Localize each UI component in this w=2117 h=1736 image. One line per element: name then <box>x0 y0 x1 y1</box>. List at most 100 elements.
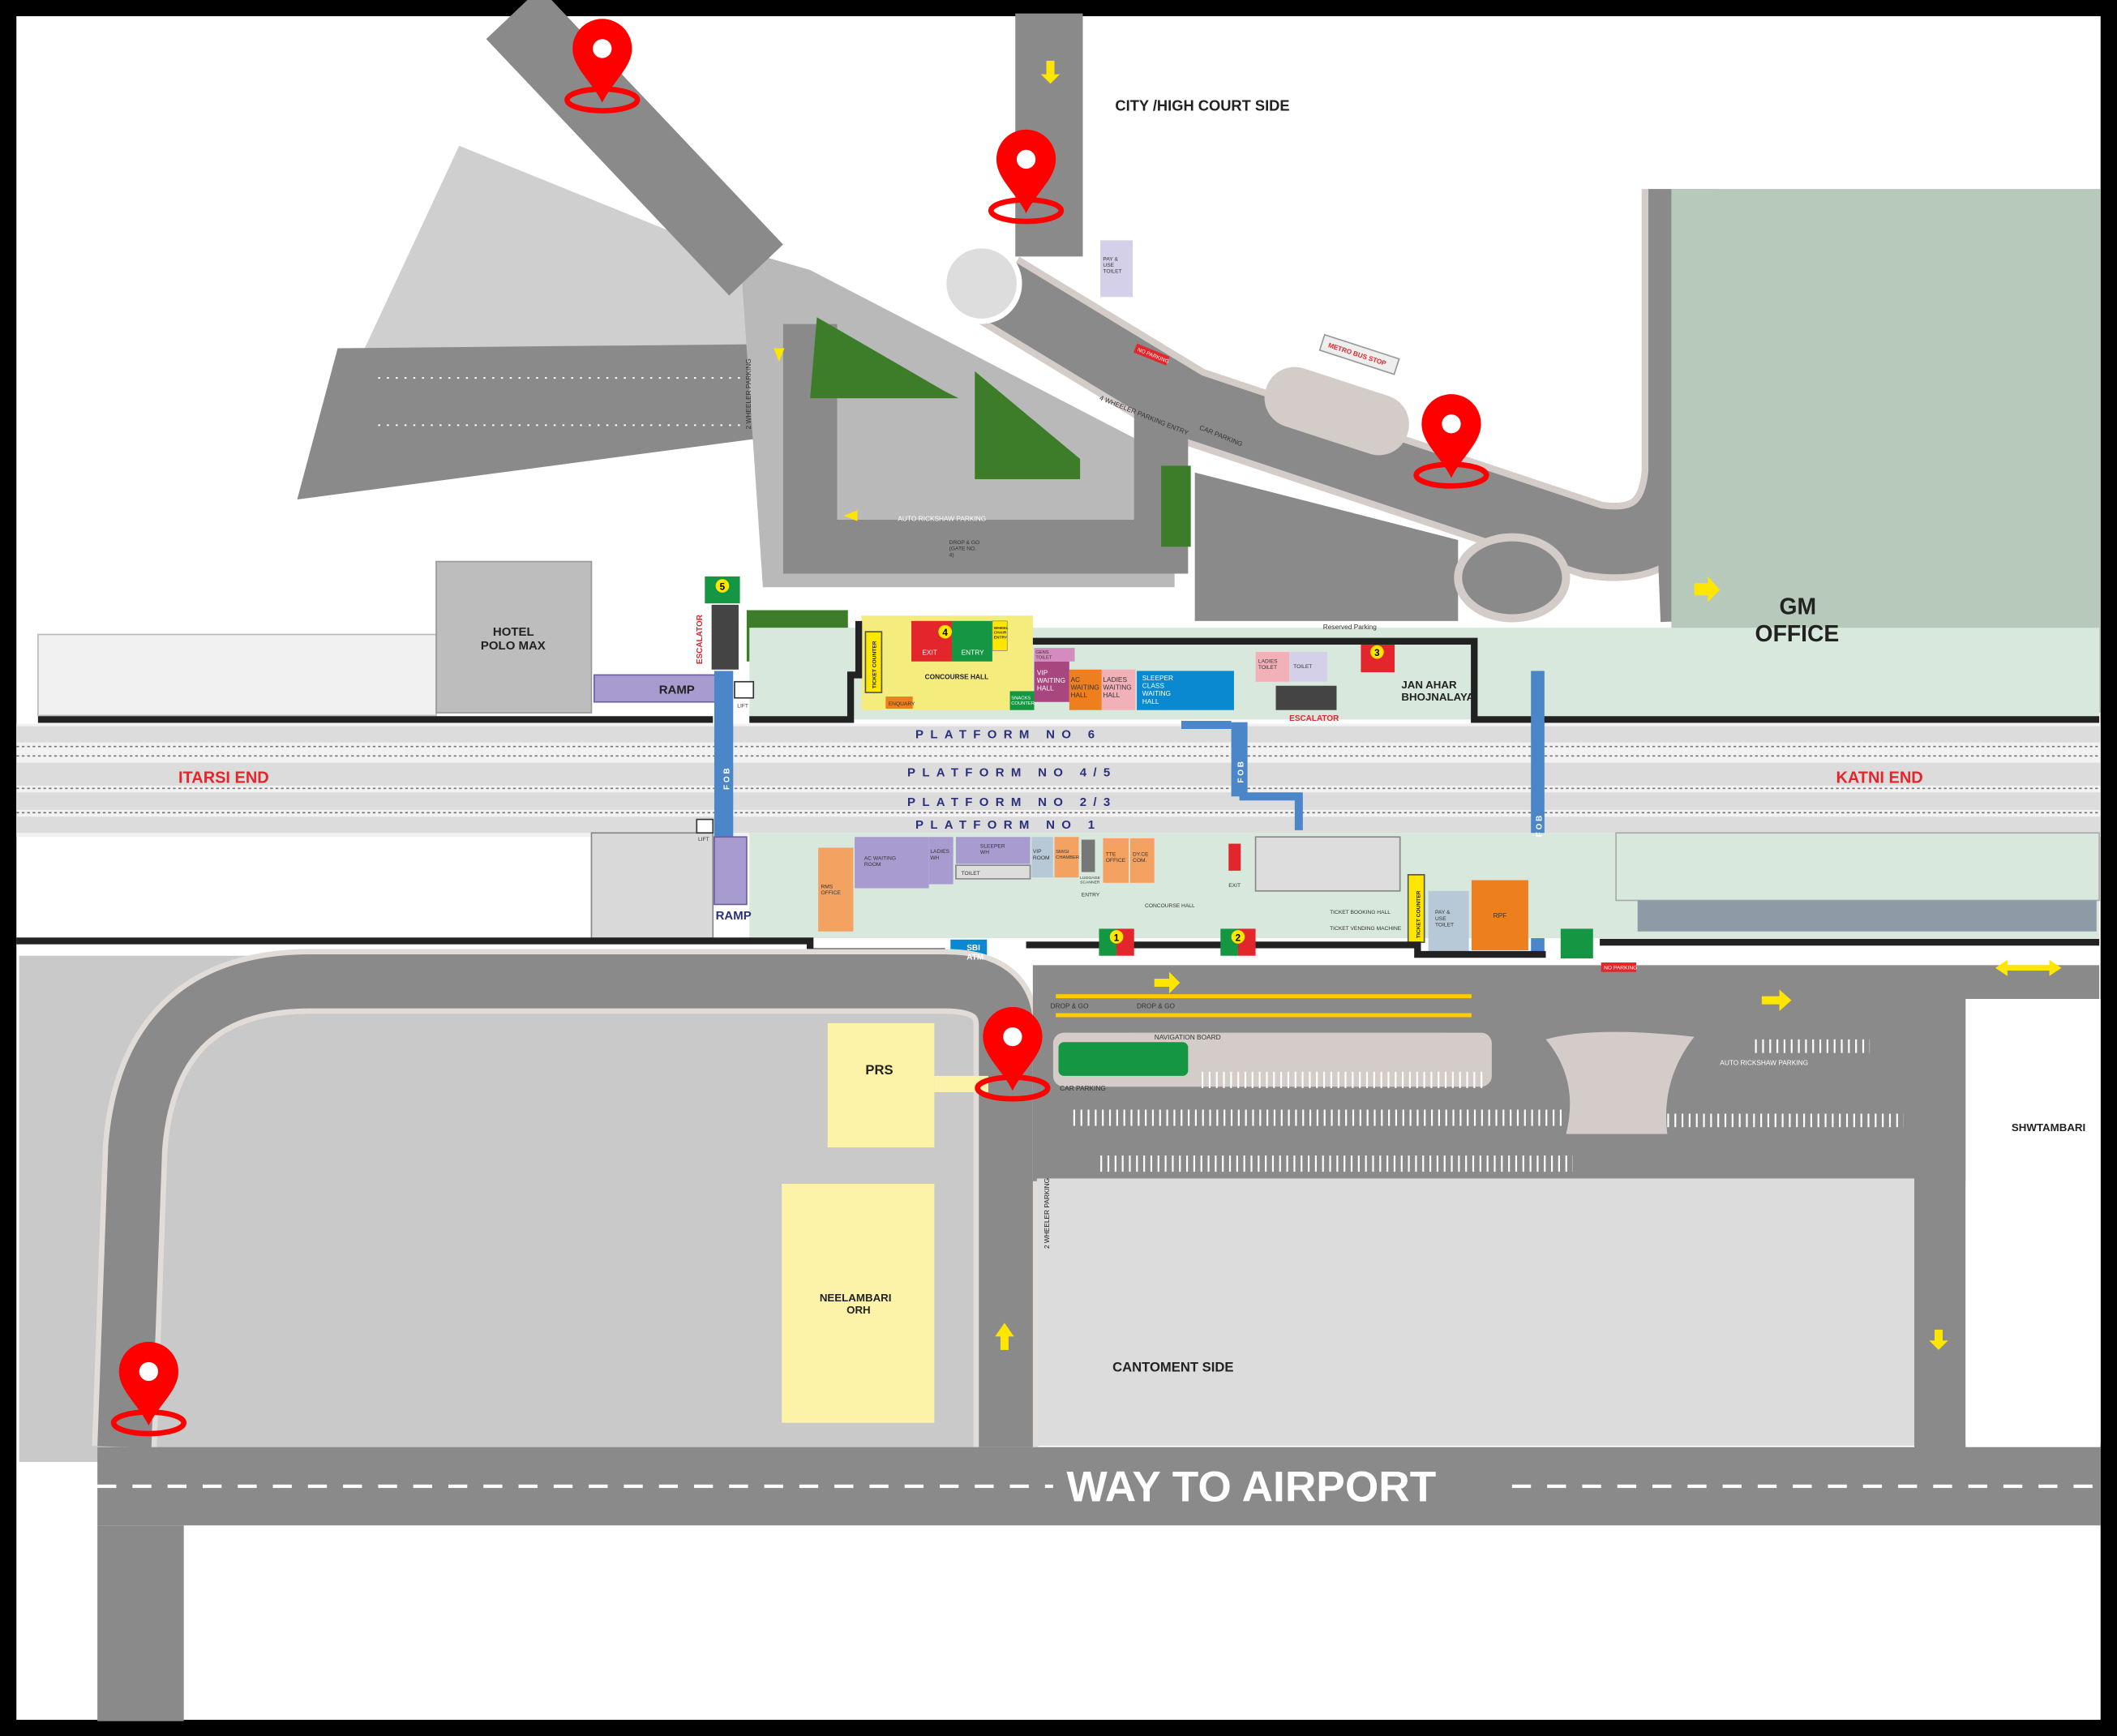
wheelchair-entry-label: WHEEL CHAIR ENTRY <box>994 626 1009 640</box>
vip-room-label: VIP ROOM <box>1033 849 1050 861</box>
ac-waiting-hall <box>1069 669 1102 710</box>
fob-west[interactable] <box>714 671 734 840</box>
rpf-label: RPF <box>1493 911 1507 919</box>
ladies-toilet-north <box>1255 652 1290 682</box>
platform-2-3-label: PLATFORM NO 2/3 <box>907 795 1116 809</box>
fob-east-label: F O B <box>1536 816 1545 838</box>
ticket-counter-south-label: TICKET COUNTER <box>1416 890 1422 938</box>
loop-road-inner <box>97 954 1033 1448</box>
escalator-west-label: ESCALATOR <box>696 615 705 664</box>
wheelchair-entry[interactable] <box>992 620 1008 651</box>
central-island <box>1545 1031 1695 1134</box>
vip-waiting-label: VIP WAITING HALL <box>1037 668 1068 692</box>
way-to-airport-label: WAY TO AIRPORT <box>1066 1463 1436 1511</box>
gate1-badge <box>1109 930 1124 944</box>
booking-hall-label: TICKET BOOKING HALL <box>1330 910 1391 915</box>
drop-go-north-label: DROP & GO (GATE NO. 4) <box>949 540 981 558</box>
vip-room <box>1031 837 1053 878</box>
car-parking-area <box>1194 472 1459 621</box>
arrow-icon <box>1040 60 1061 84</box>
shwetambari-label: SHWTAMBARI <box>2012 1121 2085 1134</box>
escalator-east[interactable] <box>1275 685 1337 710</box>
south-toilets <box>955 864 1031 880</box>
ladies-toilet-north-label: LADIES TOILET <box>1258 658 1279 671</box>
ticket-counter-north <box>864 631 883 693</box>
neelambari-orh <box>782 1184 935 1423</box>
cantonment-label: CANTOMENT SIDE <box>1112 1359 1233 1374</box>
fob-middle[interactable] <box>1231 722 1248 797</box>
bus-bay <box>1058 1042 1189 1076</box>
arrow-icon <box>1694 576 1721 602</box>
parcel-gate[interactable] <box>1560 928 1593 959</box>
bus-island <box>1264 366 1409 456</box>
escalator-west[interactable] <box>711 604 739 670</box>
vip-waiting-hall <box>1034 661 1069 702</box>
location-pin-icon[interactable] <box>975 1006 1051 1102</box>
east-road <box>1914 985 1966 1451</box>
south-toilet-label: TOILET <box>962 871 980 877</box>
gm-office <box>1671 189 2101 714</box>
south-exit-door <box>1228 843 1241 871</box>
lift-north[interactable] <box>734 680 755 699</box>
gate4-number: 4 <box>942 628 948 638</box>
arrow-icon <box>1761 989 1792 1011</box>
arrow-icon <box>1154 971 1181 994</box>
sleeper-wh-label: SLEEPER WH <box>980 844 1006 856</box>
car-parking-label-south: CAR PARKING <box>1060 1084 1106 1092</box>
rms-office <box>818 847 854 932</box>
location-pin-icon[interactable] <box>110 1341 187 1437</box>
ladies-waiting-label: LADIES WAITING HALL <box>1103 675 1133 699</box>
platform-6-label: PLATFORM NO 6 <box>915 728 1101 742</box>
lift-south[interactable] <box>696 818 714 834</box>
road-nw <box>486 0 783 296</box>
platform-2-3 <box>16 792 2101 810</box>
city-side-label: CITY /HIGH COURT SIDE <box>1115 97 1289 114</box>
sleeper-wh <box>955 837 1031 864</box>
ticket-counter-north-label: TICKET COUNTER <box>872 641 878 688</box>
gate4-entry[interactable] <box>951 620 992 662</box>
open-ground <box>364 145 750 349</box>
snacks-counter-label: SNACKS COUNTER <box>1011 696 1035 706</box>
railway-tracks <box>16 745 2101 814</box>
gate1-number: 1 <box>1114 932 1120 943</box>
hotel-label-1: HOTEL <box>493 625 534 639</box>
location-pins <box>110 19 1489 1437</box>
garden-3 <box>1161 465 1191 547</box>
fob-middle-label: F O B <box>1237 761 1246 783</box>
drop-go-lanes <box>1056 994 1472 1018</box>
drop-go-label-2: DROP & GO <box>1137 1002 1175 1010</box>
south-ramp[interactable] <box>714 836 748 906</box>
platform-4-5 <box>16 762 2101 786</box>
two-wheeler-label-south: 2 WHEELER PARKING <box>1043 1178 1051 1249</box>
ac-waiting-room <box>855 837 929 889</box>
sleeper-waiting-label: SLEEPER CLASS WAITING HALL <box>1142 674 1176 705</box>
east-building <box>1615 832 2100 902</box>
auto-parking-label-north: AUTO RICKSHAW PARKING <box>898 515 986 523</box>
toilet-north-label: TOILET <box>1293 664 1312 670</box>
gm-office-label-1: GM <box>1780 594 1817 619</box>
rpf <box>1471 880 1528 951</box>
cantonment-side <box>1036 1178 1915 1447</box>
lift-north-label: LIFT <box>737 703 748 709</box>
ac-waiting-room-label: AC WAITING ROOM <box>864 856 898 868</box>
location-pin-icon[interactable] <box>564 19 641 114</box>
ladies-wh-label: LADIES WH <box>930 849 950 861</box>
south-ramp-label: RAMP <box>716 909 752 923</box>
fob-west-label: F O B <box>722 768 731 790</box>
hotel-label-2: POLO MAX <box>481 639 546 653</box>
neelambari-label-2: ORH <box>846 1304 871 1316</box>
direction-arrows <box>774 60 2062 1350</box>
arrow-icon <box>843 510 858 521</box>
tte-office-label: TTE OFFICE <box>1106 852 1126 864</box>
north-ramp-label: RAMP <box>659 684 695 697</box>
toilet-north <box>1289 652 1327 682</box>
arrow-icon <box>1929 1329 1948 1350</box>
garden-1 <box>810 317 959 399</box>
location-pin-icon[interactable] <box>1413 394 1489 489</box>
katni-end-label: KATNI END <box>1836 769 1922 787</box>
atm-label-2: ATM <box>966 954 984 962</box>
fob-middle-link <box>1181 721 1303 830</box>
jan-ahar-label-1: JAN AHAR <box>1401 679 1457 691</box>
location-pin-icon[interactable] <box>988 129 1065 225</box>
